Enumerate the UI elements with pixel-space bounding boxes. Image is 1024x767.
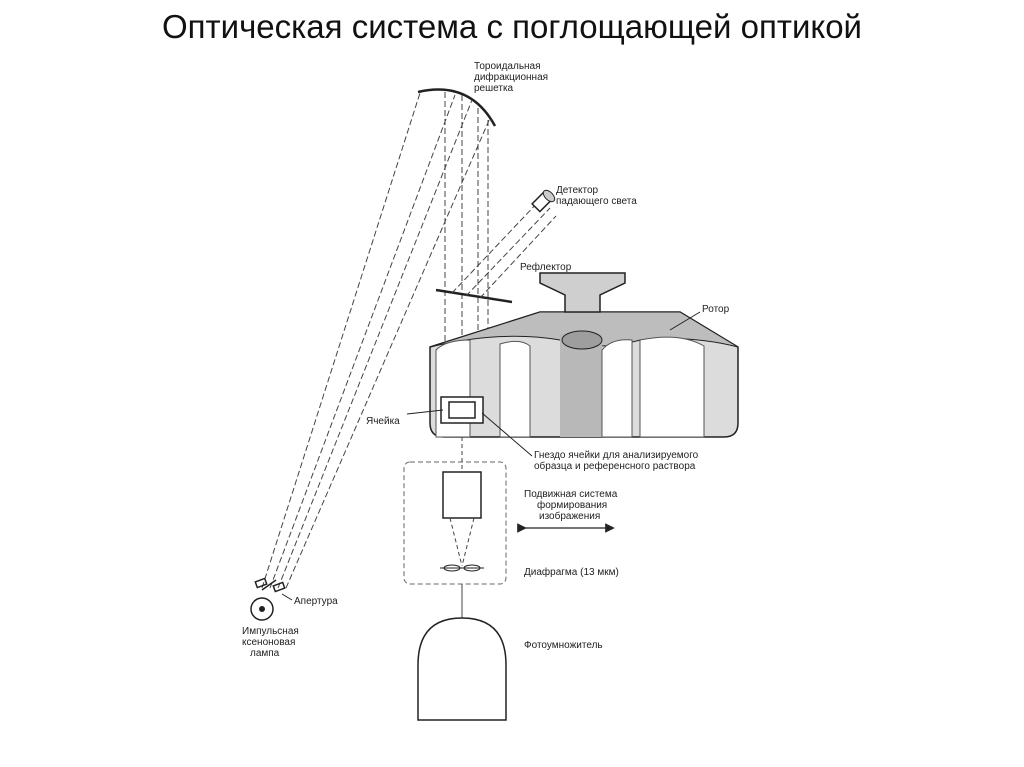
- imaging-label-1: Подвижная система: [524, 489, 618, 500]
- cell-shape: [440, 396, 484, 424]
- xenon-lamp-shape: [250, 597, 274, 621]
- detector-label-1: Детектор: [556, 185, 599, 196]
- reflector-label: Рефлектор: [520, 261, 572, 273]
- imaging-lens: [442, 471, 482, 519]
- leader-lines: [281, 311, 701, 601]
- imaging-system-box: [403, 461, 507, 585]
- cell-socket-label-1: Гнездо ячейки для анализируемого: [534, 450, 699, 461]
- imaging-label-3: изображения: [539, 510, 600, 522]
- light-beam: [261, 92, 491, 589]
- cell-label: Ячейка: [366, 416, 400, 427]
- grating-label-2: дифракционная: [474, 71, 548, 83]
- aperture-shape: [254, 577, 286, 593]
- converging-beam: [449, 437, 475, 567]
- toroidal-grating-shape: [417, 88, 497, 127]
- photomultiplier-label: Фотоумножитель: [524, 640, 603, 651]
- detector-label-2: падающего света: [556, 196, 637, 207]
- cell-socket-label-2: образца и референсного раствора: [534, 460, 696, 472]
- slide-title: Оптическая система с поглощающей оптикой: [162, 8, 862, 45]
- lamp-label-1: Импульсная: [242, 626, 299, 637]
- diaphragm-shape: [440, 564, 484, 572]
- diaphragm-label: Диафрагма (13 мкм): [524, 566, 619, 578]
- imaging-label-2: формирования: [537, 499, 607, 511]
- grating-label-1: Тороидальная: [474, 61, 541, 72]
- grating-label-3: решетка: [474, 83, 514, 94]
- lamp-label-2: ксеноновая: [242, 637, 295, 648]
- rotor-label: Ротор: [702, 304, 730, 315]
- reference-beam: [451, 199, 557, 299]
- aperture-label: Апертура: [294, 596, 338, 607]
- photomultiplier-shape: [417, 617, 507, 721]
- reflector-shape: [435, 288, 513, 304]
- detector-shape: [531, 189, 556, 213]
- lamp-label-3: лампа: [250, 648, 280, 659]
